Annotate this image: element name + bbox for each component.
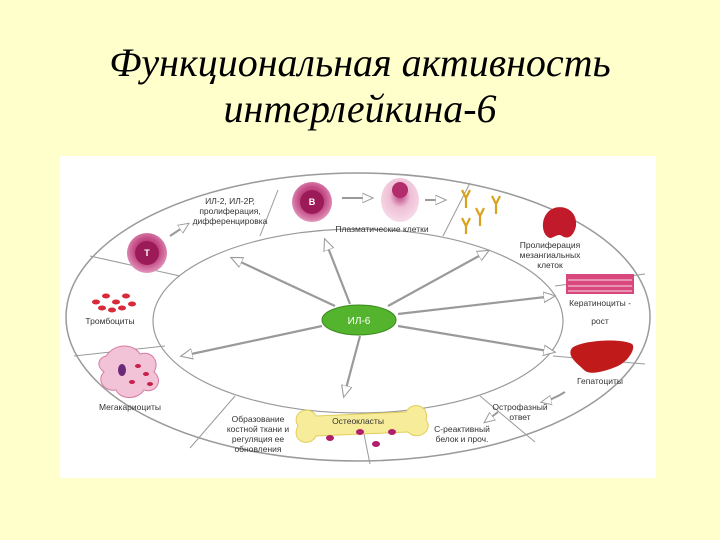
- label-keratin-1: Кератиноциты -: [569, 298, 631, 308]
- label-mega: Мегакариоциты: [99, 402, 161, 412]
- plasma-cell: [381, 178, 419, 222]
- center-label: ИЛ-6: [348, 316, 371, 327]
- t-cell: Т: [127, 233, 167, 273]
- liver-icon: [570, 340, 634, 373]
- keratinocyte-tissue-icon: [566, 274, 634, 294]
- b-cell: В: [292, 182, 332, 222]
- label-diff: дифференцировка: [193, 216, 268, 226]
- slide-title: Функциональная активность интерлейкина-6: [0, 40, 720, 132]
- bone-icon: [295, 405, 429, 443]
- label-crp-2: белок и проч.: [436, 434, 489, 444]
- center-il6: [321, 304, 397, 336]
- divider-2: [442, 182, 471, 237]
- svg-text:В: В: [309, 197, 316, 207]
- label-mesangial-3: клеток: [537, 260, 563, 270]
- megakaryocyte-icon: [98, 345, 159, 398]
- arrow-to-mesangial: [387, 251, 488, 307]
- megakaryocyte-granules: [118, 364, 153, 386]
- label-bone-2: костной ткани и: [227, 424, 290, 434]
- svg-text:Т: Т: [144, 248, 150, 258]
- label-osteo: Остеокласты: [332, 416, 384, 426]
- divider-7: [189, 395, 236, 449]
- label-bone-4: обновления: [234, 444, 281, 454]
- divider-5: [479, 395, 536, 443]
- kidney-icon: [542, 207, 577, 238]
- label-hepat: Гепатоциты: [577, 376, 623, 386]
- arrow-to-plasma: [325, 240, 352, 305]
- label-bone-1: Образование: [232, 414, 285, 424]
- label-bone-3: регуляция ее: [232, 434, 284, 444]
- arrow-to-acute: [542, 391, 566, 402]
- label-crp-1: С-реактивный: [434, 424, 490, 434]
- arrow-to-t-cell: [232, 258, 336, 307]
- arrow-to-keratinocytes: [397, 296, 554, 316]
- label-prolif: пролиферация,: [199, 206, 260, 216]
- arrow-to-hepatocytes: [397, 324, 554, 352]
- il6-diagram: ИЛ-6 Т ИЛ-2, ИЛ-2Р, пролиферация, диффер…: [60, 156, 656, 478]
- divider-1: [259, 189, 279, 237]
- platelets-icon: [92, 293, 136, 313]
- arrow-t-to-il2: [169, 224, 188, 237]
- label-mesangial-2: мезангиальных: [520, 250, 581, 260]
- arrow-to-osteoclasts: [344, 335, 362, 396]
- label-mesangial-1: Пролиферация: [520, 240, 581, 250]
- osteoclast-dots: [326, 429, 396, 447]
- label-keratin-2: рост: [591, 316, 609, 326]
- arrow-acute-to-crp: [485, 411, 499, 422]
- label-acute-2: ответ: [509, 412, 530, 422]
- antibody-icons: [461, 189, 501, 234]
- label-acute-1: Острофазный: [492, 402, 548, 412]
- label-platelets: Тромбоциты: [85, 316, 134, 326]
- title-line-2: интерлейкина-6: [223, 86, 497, 131]
- radial-arrows: [182, 240, 554, 396]
- title-line-1: Функциональная активность: [109, 40, 611, 85]
- label-plasma: Плазматические клетки: [335, 224, 428, 234]
- arrow-to-megakaryocytes: [182, 324, 323, 356]
- label-il2: ИЛ-2, ИЛ-2Р,: [205, 196, 255, 206]
